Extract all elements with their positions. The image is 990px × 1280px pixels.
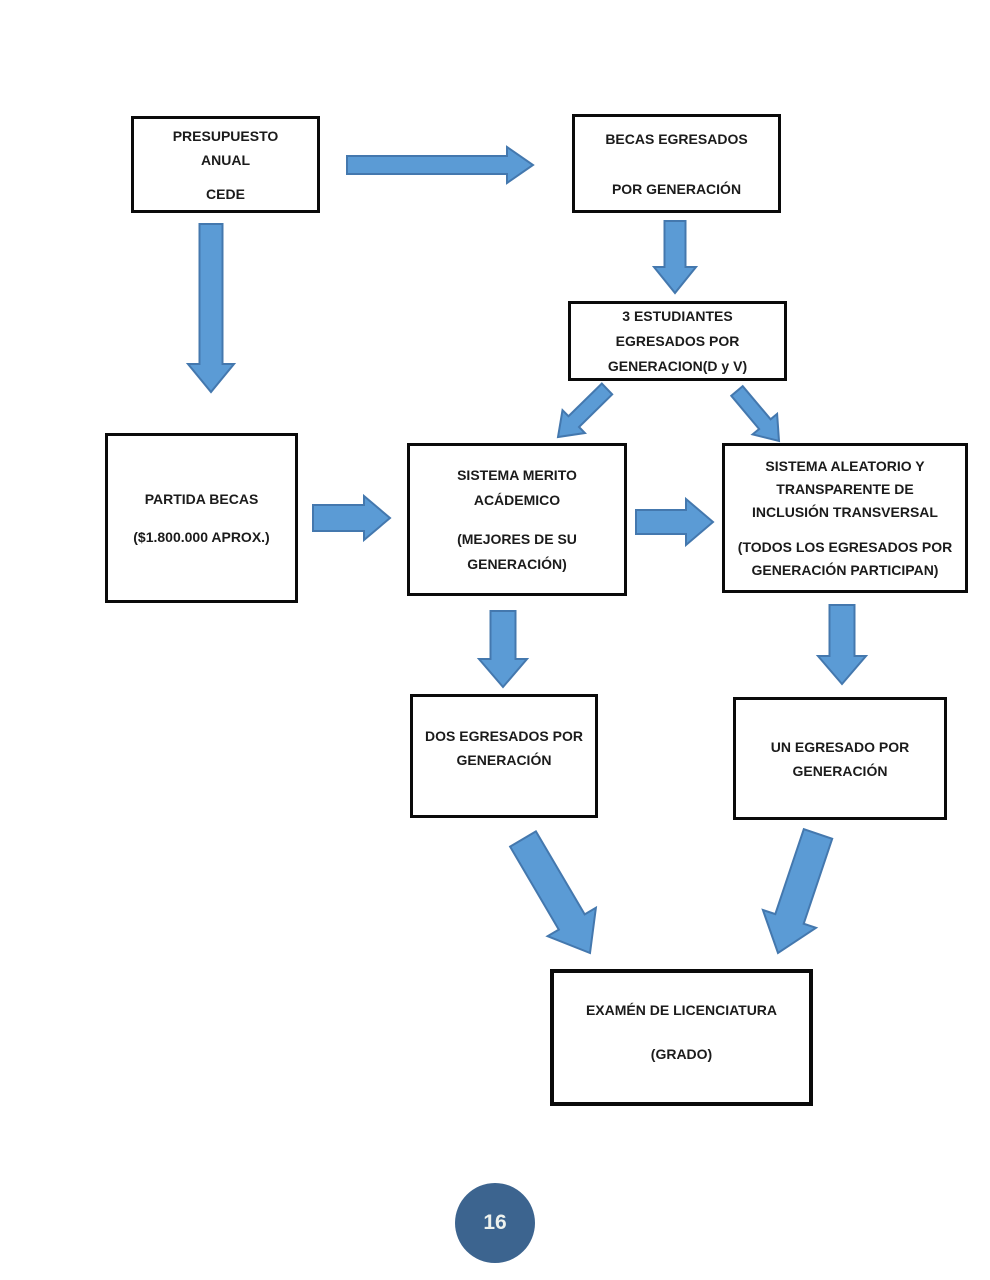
node-text-line: EGRESADOS POR [615, 332, 740, 349]
node-sistema-merito-academico: SISTEMA MERITO ACÁDEMICO (MEJORES DE SU GEN… [407, 443, 627, 596]
node-partida-becas: PARTIDA BECAS ($1.800.000 APROX.) [105, 433, 298, 603]
node-text-line: GENERACIÓN) [467, 555, 567, 572]
arrow-estudiantes-merito [556, 382, 614, 439]
page-number-badge: 16 [455, 1183, 535, 1263]
arrow-aleatorio-un [815, 604, 869, 686]
node-text-line: INCLUSIÓN TRANSVERSAL [752, 503, 938, 520]
node-text-line: (TODOS LOS EGRESADOS POR [737, 538, 953, 555]
node-text-line: GENERACIÓN [792, 762, 888, 779]
node-text-line: TRANSPARENTE DE [776, 480, 914, 497]
node-text-line: ACÁDEMICO [473, 491, 561, 508]
arrow-un-examen [761, 827, 834, 955]
node-presupuesto-anual-cede: PRESUPUESTO ANUAL CEDE [131, 116, 320, 213]
node-text-line: ($1.800.000 APROX.) [133, 529, 270, 545]
node-text-line: POR GENERACIÓN [611, 180, 742, 197]
arrow-merito-dos [476, 610, 530, 689]
node-text-line: (MEJORES DE SU [457, 530, 577, 547]
node-examen-de-licenciatura: EXAMÉN DE LICENCIATURA (GRADO) [550, 969, 813, 1106]
arrow-partida-merito [312, 493, 392, 543]
node-text-line: GENERACIÓN PARTICIPAN) [751, 561, 939, 578]
node-text-line: SISTEMA MERITO [457, 466, 577, 483]
node-sistema-aleatorio-transparente: SISTEMA ALEATORIO Y TRANSPARENTE DE INCLUS… [722, 443, 968, 593]
arrow-presupuesto-partida [185, 223, 237, 394]
node-text-line: ANUAL [201, 151, 250, 168]
node-becas-egresados-por-generacion: BECAS EGRESADOS POR GENERACIÓN [572, 114, 781, 213]
arrow-estudiantes-aleatorio [729, 384, 781, 443]
node-text-line: PRESUPUESTO [172, 127, 279, 144]
arrow-dos-examen [508, 830, 598, 955]
node-text-line: DOS EGRESADOS POR [425, 728, 583, 744]
node-text-line: GENERACIÓN [456, 752, 552, 768]
node-dos-egresados-por-generacion: DOS EGRESADOS POR GENERACIÓN [410, 694, 598, 818]
arrow-becas-estudiantes [651, 220, 699, 295]
node-text-line: UN EGRESADO POR [770, 738, 910, 755]
node-text-line: (GRADO) [650, 1045, 713, 1062]
node-text-line: GENERACION(D y V) [607, 357, 748, 374]
node-text-line: SISTEMA ALEATORIO Y [765, 457, 925, 474]
node-text-line: BECAS EGRESADOS [605, 130, 748, 147]
arrow-presupuesto-becas [346, 145, 535, 185]
page-number: 16 [483, 1211, 507, 1234]
node-text-line: 3 ESTUDIANTES [622, 307, 733, 324]
node-text-line: CEDE [206, 185, 245, 202]
node-un-egresado-por-generacion: UN EGRESADO POR GENERACIÓN [733, 697, 947, 820]
node-text-line: EXAMÉN DE LICENCIATURA [585, 1001, 778, 1018]
arrow-merito-aleatorio [635, 496, 715, 548]
node-text-line: PARTIDA BECAS [144, 491, 259, 507]
node-3-estudiantes-egresados: 3 ESTUDIANTES EGRESADOS POR GENERACION(D y… [568, 301, 787, 381]
